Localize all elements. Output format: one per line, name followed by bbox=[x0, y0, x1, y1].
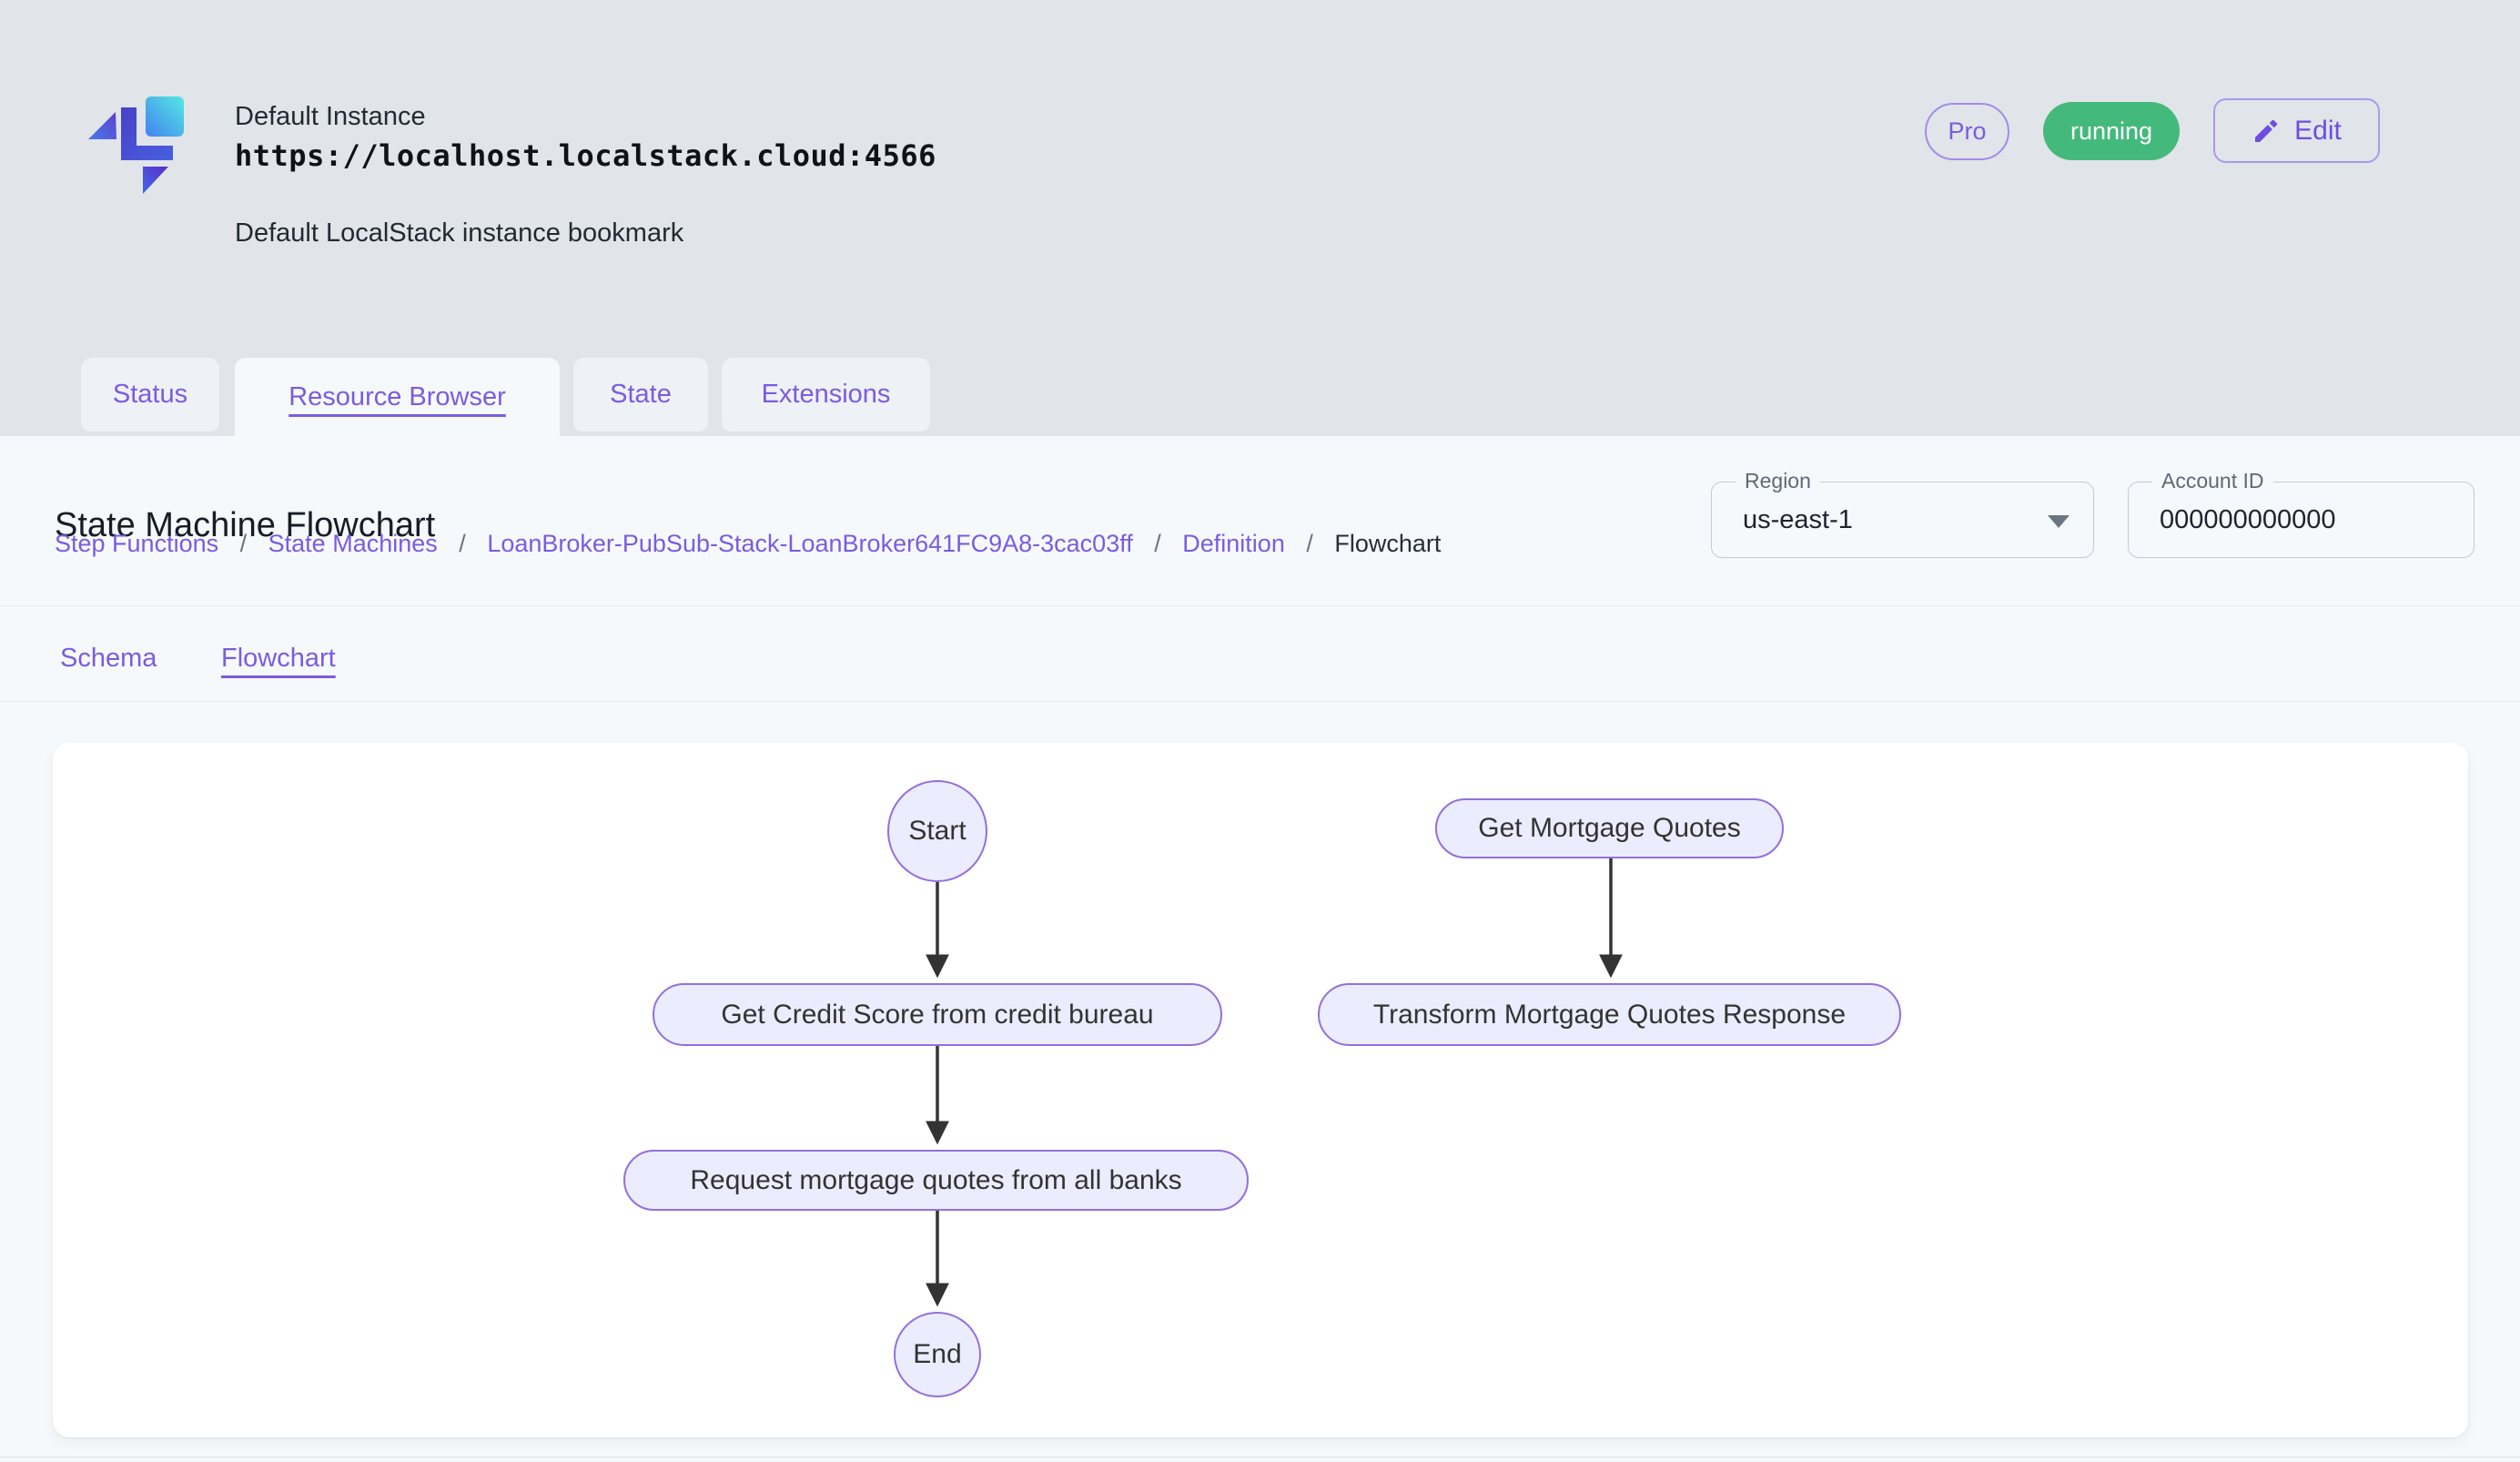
tab-resource-browser[interactable]: Resource Browser bbox=[235, 358, 560, 436]
edit-button-label: Edit bbox=[2294, 115, 2342, 146]
breadcrumb-flowchart: Flowchart bbox=[1334, 530, 1442, 557]
region-select-value: us-east-1 bbox=[1743, 504, 1853, 534]
flowchart-card: Start Get Credit Score from credit burea… bbox=[53, 743, 2468, 1437]
localstack-logo-icon bbox=[88, 96, 184, 194]
flowchart-node-get-mortgage-quotes: Get Mortgage Quotes bbox=[1435, 798, 1784, 858]
account-id-input[interactable] bbox=[2129, 503, 2434, 536]
breadcrumb-state-machine-name[interactable]: LoanBroker-PubSub-Stack-LoanBroker641FC9… bbox=[487, 530, 1133, 557]
breadcrumb-separator: / bbox=[459, 530, 466, 557]
running-status-badge: running bbox=[2043, 102, 2180, 160]
account-id-field: Account ID bbox=[2128, 469, 2474, 558]
subtab-schema[interactable]: Schema bbox=[55, 633, 162, 684]
flowchart-node-end: End bbox=[894, 1312, 981, 1397]
tab-extensions[interactable]: Extensions bbox=[722, 358, 930, 431]
region-select[interactable]: Region us-east-1 bbox=[1711, 469, 2094, 558]
breadcrumb: Step Functions / State Machines / LoanBr… bbox=[55, 530, 1441, 558]
edit-button[interactable]: Edit bbox=[2213, 98, 2380, 163]
pro-badge: Pro bbox=[1925, 103, 2009, 160]
flowchart-node-start: Start bbox=[887, 780, 987, 882]
flowchart-edges bbox=[926, 858, 1623, 1307]
pencil-icon bbox=[2255, 119, 2278, 142]
flowchart-node-transform-response: Transform Mortgage Quotes Response bbox=[1318, 983, 1901, 1046]
instance-name: Default Instance bbox=[235, 102, 426, 131]
header-divider bbox=[0, 605, 2520, 606]
breadcrumb-definition[interactable]: Definition bbox=[1182, 530, 1285, 557]
breadcrumb-state-machines[interactable]: State Machines bbox=[268, 530, 438, 557]
chevron-down-icon bbox=[2048, 515, 2070, 528]
subtab-flowchart[interactable]: Flowchart bbox=[216, 633, 341, 684]
instance-url: https://localhost.localstack.cloud:4566 bbox=[235, 138, 936, 173]
flowchart-node-request-quotes: Request mortgage quotes from all banks bbox=[623, 1150, 1249, 1211]
resource-browser-panel: State Machine Flowchart Step Functions /… bbox=[0, 435, 2520, 1462]
tab-state[interactable]: State bbox=[573, 358, 708, 431]
instance-description: Default LocalStack instance bookmark bbox=[235, 218, 684, 248]
flowchart-node-get-credit-score: Get Credit Score from credit bureau bbox=[653, 983, 1222, 1046]
region-select-label: Region bbox=[1736, 469, 1820, 493]
account-id-label: Account ID bbox=[2152, 469, 2273, 493]
breadcrumb-separator: / bbox=[1306, 530, 1313, 557]
breadcrumb-step-functions[interactable]: Step Functions bbox=[55, 530, 219, 557]
breadcrumb-separator: / bbox=[239, 530, 248, 557]
tab-status[interactable]: Status bbox=[81, 358, 219, 431]
subtab-divider bbox=[0, 701, 2520, 702]
page-title: State Machine Flowchart bbox=[55, 506, 436, 545]
breadcrumb-separator: / bbox=[1154, 530, 1161, 557]
